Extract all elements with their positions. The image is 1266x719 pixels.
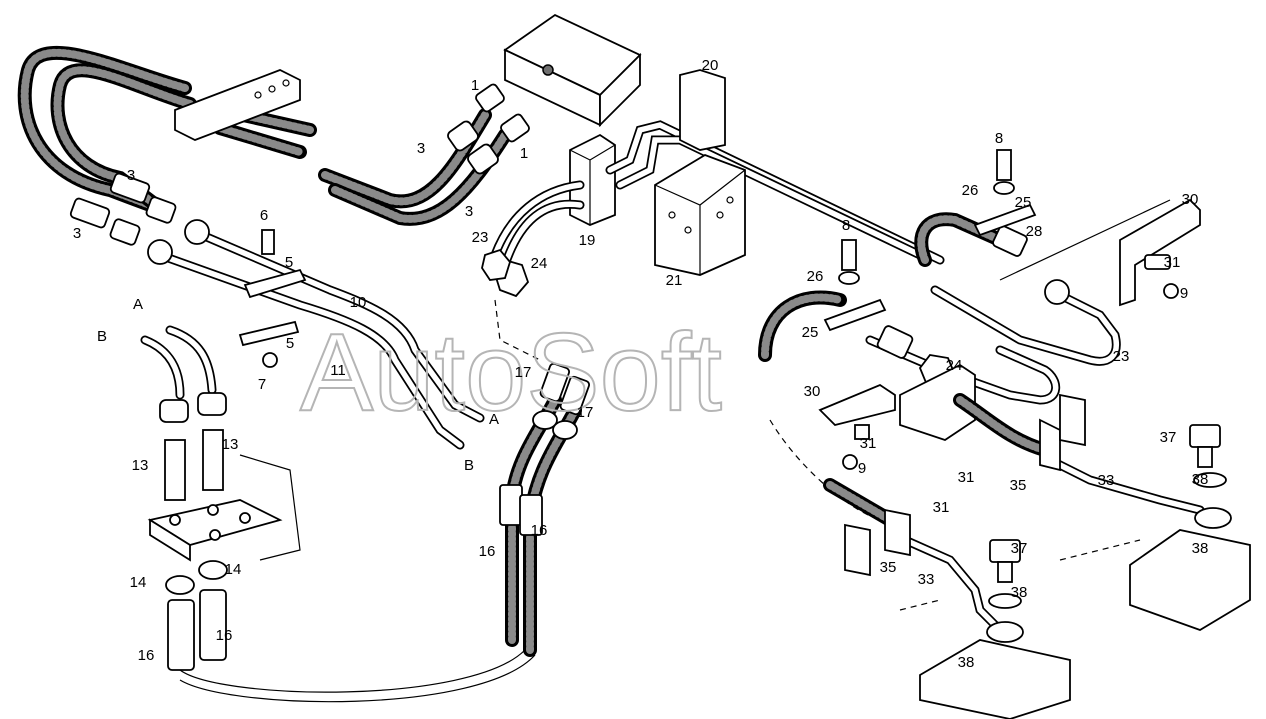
right-middle-assembly xyxy=(758,239,1061,521)
callout-c16b: 16 xyxy=(479,543,496,560)
block-19-assembly xyxy=(481,133,616,298)
callout-c16d: 16 xyxy=(138,647,155,664)
junction-block xyxy=(503,13,642,128)
callout-c13a: 13 xyxy=(222,436,239,453)
callout-cB2: B xyxy=(464,457,474,474)
callout-c14b: 14 xyxy=(225,561,242,578)
callout-c31b: 31 xyxy=(860,435,877,452)
callout-c31d: 31 xyxy=(933,499,950,516)
callout-c26a: 26 xyxy=(962,182,979,199)
clamp-upper xyxy=(243,268,307,299)
callout-c1a: 1 xyxy=(471,77,479,94)
callout-c30a: 30 xyxy=(1182,191,1199,208)
clamp-25-lower xyxy=(823,298,887,332)
callout-cA2: A xyxy=(489,411,499,428)
callout-c5a: 5 xyxy=(285,254,293,271)
callout-c25a: 25 xyxy=(1015,194,1032,211)
callout-c38d: 38 xyxy=(958,654,975,671)
watermark: AutoSoft xyxy=(300,311,722,434)
frame-rail-lower xyxy=(919,639,1071,719)
callout-c3d: 3 xyxy=(73,225,81,242)
brake-lines-10-11 xyxy=(147,219,485,450)
callout-c24a: 24 xyxy=(531,255,548,272)
callout-c11: 11 xyxy=(330,362,346,379)
callout-c33a: 33 xyxy=(1098,472,1115,489)
frame-rail-upper xyxy=(1129,529,1251,631)
callout-c23b: 23 xyxy=(1113,348,1130,365)
callout-c25b: 25 xyxy=(802,324,819,341)
banjo-fittings xyxy=(69,83,530,246)
callout-c28: 28 xyxy=(1026,223,1043,240)
callout-c26b: 26 xyxy=(807,268,824,285)
block-20-21-assembly xyxy=(605,69,945,276)
callout-c9b: 9 xyxy=(858,460,866,477)
callout-c16c: 16 xyxy=(216,627,233,644)
callout-c8b: 8 xyxy=(842,217,850,234)
callout-c6: 6 xyxy=(260,207,268,224)
clamp-lower xyxy=(238,320,300,347)
callout-labels: 1133335567889910111313141416161616171719… xyxy=(73,57,1209,671)
callout-c16a: 16 xyxy=(531,522,548,539)
callout-c9a: 9 xyxy=(1180,285,1188,302)
callout-c19: 19 xyxy=(579,232,596,249)
center-hose-pair xyxy=(494,299,590,657)
callout-cA1: A xyxy=(133,296,143,313)
callout-cB1: B xyxy=(97,328,107,345)
callout-c13b: 13 xyxy=(132,457,149,474)
callout-c23a: 23 xyxy=(472,229,489,246)
bracket-30-upper xyxy=(1119,198,1201,307)
callout-c3a: 3 xyxy=(127,167,135,184)
callout-c37b: 37 xyxy=(1011,540,1028,557)
callout-c35a: 35 xyxy=(1010,477,1027,494)
callout-c35b: 35 xyxy=(880,559,897,576)
callout-c31c: 31 xyxy=(958,469,975,486)
upper-left-hose-assembly xyxy=(17,45,512,226)
callout-c30b: 30 xyxy=(804,383,821,400)
callout-c10: 10 xyxy=(350,294,367,311)
right-lower-assembly xyxy=(823,393,1251,719)
callout-c3b: 3 xyxy=(417,140,425,157)
callout-c17b: 17 xyxy=(577,404,594,421)
callout-c7: 7 xyxy=(258,376,266,393)
callout-c38c: 38 xyxy=(1011,584,1028,601)
callout-c3c: 3 xyxy=(465,203,473,220)
callout-c31a: 31 xyxy=(1164,254,1181,271)
union-plate-assembly xyxy=(140,325,536,703)
clamp-25-upper xyxy=(973,203,1037,237)
right-upper-assembly xyxy=(914,149,1201,366)
callout-c37a: 37 xyxy=(1160,429,1177,446)
bracket-30-lower xyxy=(818,383,896,426)
callout-c8a: 8 xyxy=(995,130,1003,147)
callout-c33b: 33 xyxy=(918,571,935,588)
callout-c21: 21 xyxy=(666,272,683,289)
callout-c17a: 17 xyxy=(515,364,532,381)
callout-c14a: 14 xyxy=(130,574,147,591)
callout-c5b: 5 xyxy=(286,335,294,352)
callout-c20: 20 xyxy=(702,57,719,74)
callout-c1b: 1 xyxy=(520,145,528,162)
callout-c24b: 24 xyxy=(946,357,963,374)
callout-c38b: 38 xyxy=(1192,540,1209,557)
callout-c38a: 38 xyxy=(1192,471,1209,488)
